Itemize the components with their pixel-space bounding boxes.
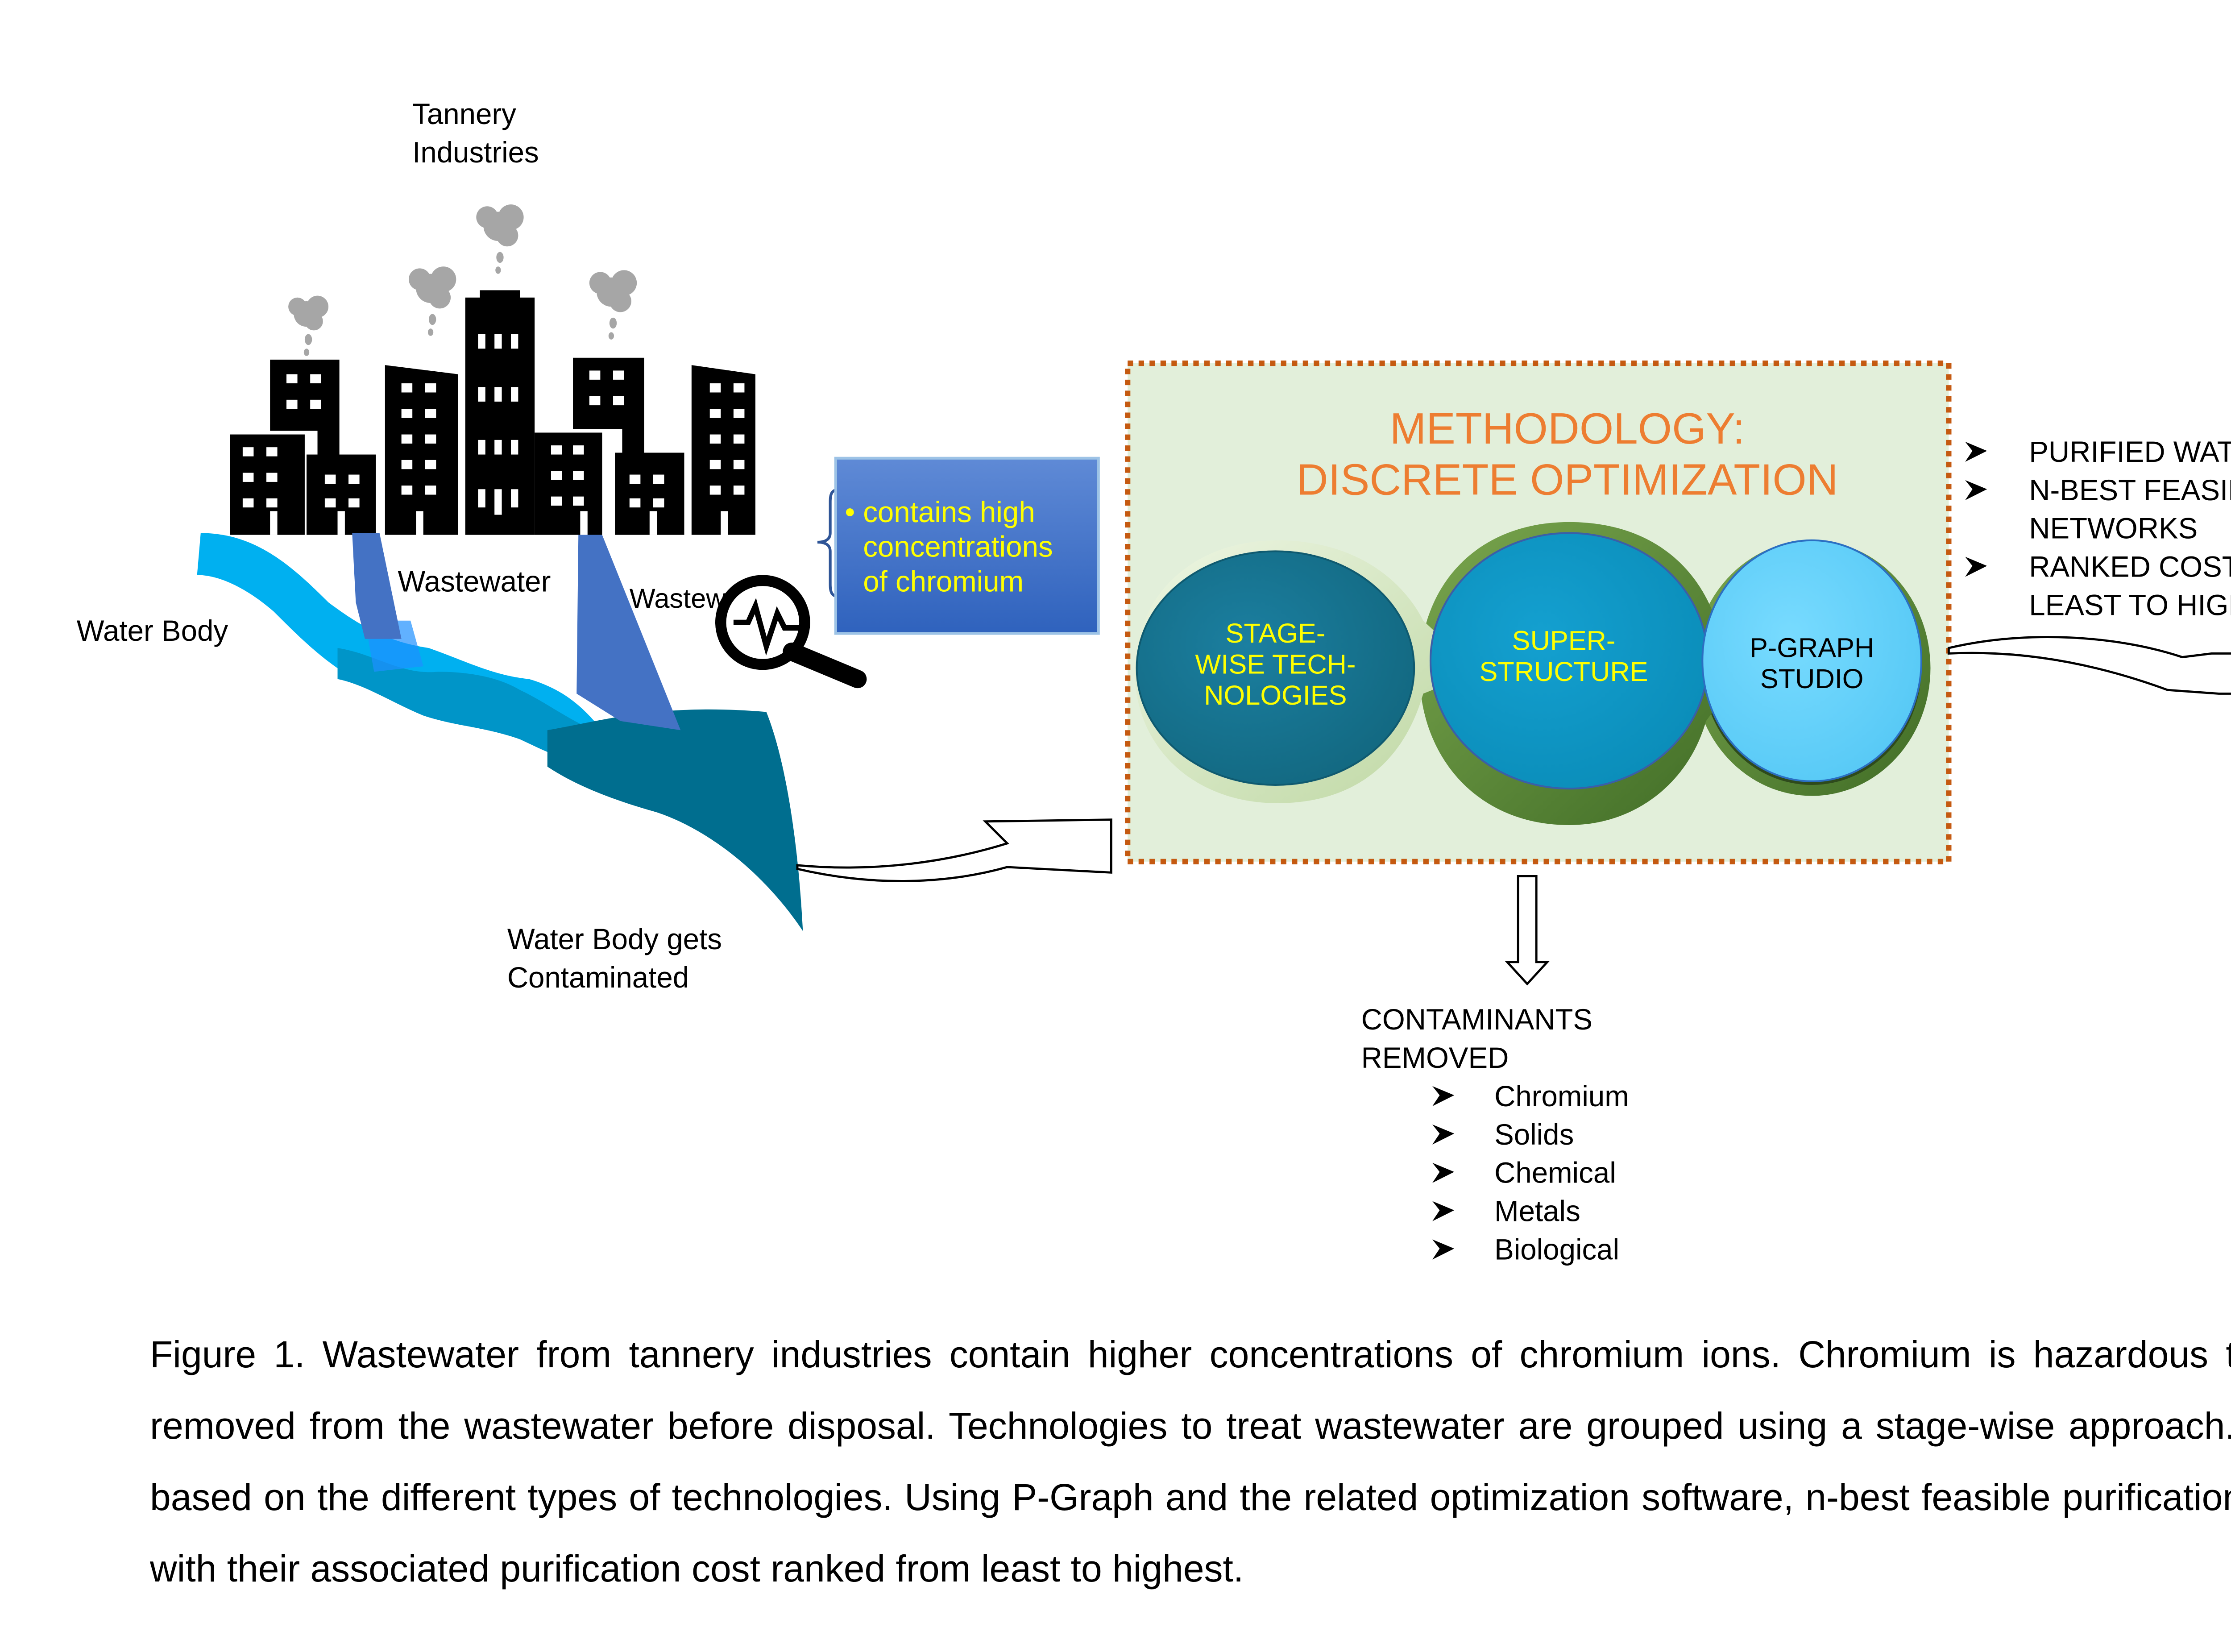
arrowhead-bullet-icon: [1432, 1086, 1455, 1106]
figure-caption: Figure 1. Wastewater from tannery indust…: [150, 1333, 2231, 1590]
contaminants-heading-line1: CONTAMINANTS: [1361, 1003, 1592, 1036]
building-windows: [242, 334, 745, 535]
step1-line2: WISE TECH-: [1195, 648, 1356, 679]
label-wastewater-1: Wastewater: [398, 565, 551, 598]
outputs-list: PURIFIED WATER N-BEST FEASIBLE NETWORKS RAN…: [1965, 436, 2231, 622]
step2-line2: STRUCTURE: [1479, 656, 1648, 687]
callout-line2: concentrations: [863, 531, 1053, 563]
callout-line1: contains high: [863, 496, 1035, 528]
step-stage-wise-label: STAGE- WISE TECH- NOLOGIES: [1195, 618, 1356, 710]
contaminants-heading-line2: REMOVED: [1361, 1042, 1509, 1074]
output-item-line: NETWORKS: [2029, 512, 2198, 545]
contaminant-item: Chemical: [1494, 1157, 1616, 1189]
arrowhead-bullet-icon: [1965, 441, 1987, 462]
output-item-line: RANKED COST; FROM: [2029, 551, 2231, 583]
smoke-cloud-icon: [288, 204, 637, 356]
step3-line1: P-GRAPH: [1750, 632, 1874, 663]
methodology-panel: METHODOLOGY: DISCRETE OPTIMIZATION STAGE…: [1125, 360, 1952, 864]
arrow-to-purified-water: [1947, 636, 2231, 695]
output-item-line: N-BEST FEASIBLE: [2029, 474, 2231, 506]
contaminant-item: Metals: [1494, 1195, 1580, 1228]
contaminant-item: Chromium: [1494, 1080, 1629, 1112]
wastewater-streams: [352, 533, 681, 731]
methodology-title-line2: DISCRETE OPTIMIZATION: [1297, 455, 1838, 504]
water-body-river: [197, 533, 803, 931]
tannery-title: Tannery Industries: [412, 98, 539, 169]
arrow-down-contaminants: [1505, 875, 1550, 986]
step1-line3: NOLOGIES: [1204, 680, 1347, 710]
label-contaminated-line2: Contaminated: [507, 961, 689, 994]
arrowhead-bullet-icon: [1965, 556, 1987, 577]
contaminants-list: CONTAMINANTS REMOVED ChromiumSolidsChemi…: [1361, 1003, 1629, 1266]
tannery-title-line2: Industries: [412, 136, 539, 169]
arrowhead-bullet-icon: [1432, 1239, 1455, 1260]
step1-line1: STAGE-: [1226, 618, 1326, 648]
chromium-callout-box: • contains high concentrations of chromi…: [834, 457, 1100, 635]
tannery-title-line1: Tannery: [412, 98, 516, 130]
left-labels: Wastewater Wastewater Water Body Water B…: [77, 565, 773, 994]
step-superstructure-label: SUPER- STRUCTURE: [1479, 625, 1648, 687]
step-circle-pgraph: [1701, 539, 1923, 782]
output-item-line: PURIFIED WATER: [2029, 436, 2231, 468]
step-circle-stage-wise: [1136, 550, 1415, 786]
step3-line2: STUDIO: [1760, 663, 1864, 694]
output-item-line: LEAST TO HIGHEST: [2029, 589, 2231, 622]
methodology-title-line1: METHODOLOGY:: [1390, 404, 1745, 453]
step-pgraph-label: P-GRAPH STUDIO: [1750, 632, 1874, 694]
contaminant-item: Solids: [1494, 1118, 1574, 1151]
label-water-body: Water Body: [77, 614, 228, 647]
arrow-to-methodology: [796, 818, 1112, 882]
callout-bullet: •: [845, 496, 855, 528]
step2-line1: SUPER-: [1512, 625, 1616, 656]
arrowhead-bullet-icon: [1432, 1201, 1455, 1221]
arrowhead-bullet-icon: [1432, 1124, 1455, 1145]
magnifier-waveform-icon: [715, 575, 867, 689]
arrowhead-bullet-icon: [1432, 1162, 1455, 1183]
callout-line3: of chromium: [863, 565, 1024, 598]
contaminant-item: Biological: [1494, 1233, 1619, 1266]
arrowhead-bullet-icon: [1965, 480, 1987, 500]
label-contaminated-line1: Water Body gets: [507, 923, 722, 955]
brace-icon: [817, 488, 842, 598]
